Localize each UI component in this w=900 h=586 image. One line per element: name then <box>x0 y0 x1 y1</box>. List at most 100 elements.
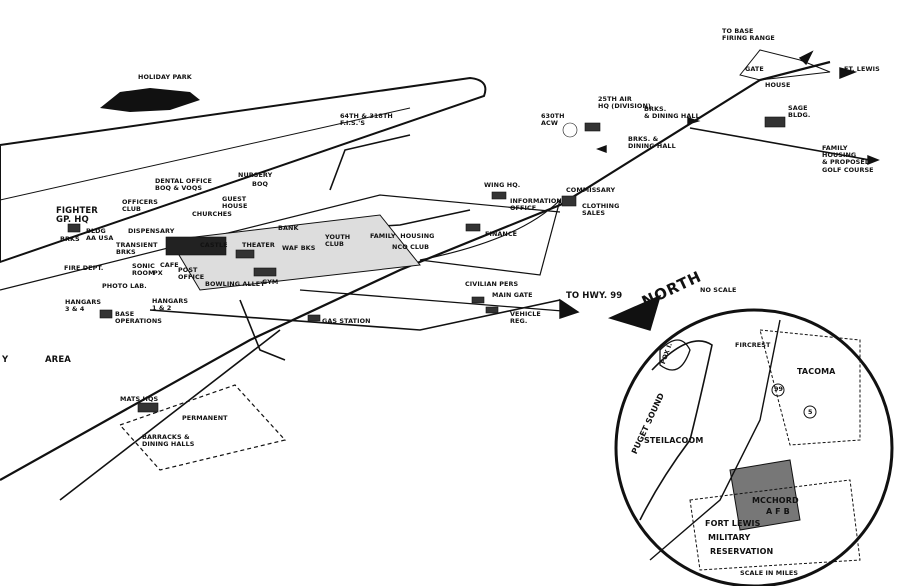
boq-label: BOQ <box>252 180 269 188</box>
gas-station-label: GAS STATION <box>322 317 371 325</box>
commissary-label: COMMISSARY <box>566 186 616 194</box>
waf-bks-label: WAF BKS <box>282 244 316 252</box>
steilacoom-label: STEILACOOM <box>644 436 704 445</box>
road-to-gate <box>59 329 281 501</box>
road-fis <box>329 134 411 191</box>
to-hwy-99-label: TO HWY. 99 <box>566 291 623 301</box>
taxiway <box>0 107 411 201</box>
bowling-alley-label: BOWLING ALLEY <box>205 280 266 288</box>
wing-hq-label: WING HQ. <box>484 181 521 189</box>
sonic-room-label: SONIC ROOM <box>132 262 155 278</box>
base-core <box>169 214 421 291</box>
afb-label: A F B <box>766 507 790 516</box>
dispensary-label: DISPENSARY <box>128 227 175 235</box>
clothing-sales-label: CLOTHING SALES <box>582 202 620 218</box>
fire-dept-label: FIRE DEPT. <box>64 264 104 272</box>
hwy-99-shield <box>771 383 785 397</box>
bldg-gas <box>307 314 321 322</box>
main-road-long <box>0 60 831 481</box>
bldg-finance <box>465 223 481 232</box>
permanent-area <box>118 384 287 471</box>
hangars-3-4-label: HANGARS 3 & 4 <box>65 298 102 314</box>
ft-lewis-label: FT. LEWIS <box>844 65 880 73</box>
bldg-castle <box>165 236 227 256</box>
barracks-dining-label: BARRACKS & DINING HALLS <box>142 433 195 449</box>
hwy-99-line <box>649 319 781 561</box>
photo-lab-label: PHOTO LAB. <box>102 282 147 290</box>
bldg-mats <box>137 402 159 413</box>
mcchord-area <box>729 459 801 531</box>
guest-house-label: GUEST HOUSE <box>222 195 248 211</box>
puget-sound-shore <box>639 340 713 521</box>
information-office-label: INFORMATION OFFICE <box>510 197 562 213</box>
nursery-label: NURSERY <box>238 171 273 179</box>
fox-island <box>659 339 691 371</box>
mcchord-label: McCHORD <box>752 496 799 505</box>
road-hwy-loop <box>419 197 562 276</box>
castle-label: CASTLE <box>200 241 228 249</box>
nco-club-label: NCO CLUB <box>392 243 430 251</box>
main-gate-label: MAIN GATE <box>492 291 533 299</box>
fighter-hq-label: FIGHTER GP. HQ <box>56 206 98 225</box>
arrow-brks-2 <box>596 144 607 154</box>
churches-label: CHURCHES <box>192 210 232 218</box>
air-hq-label: 25TH AIR HQ (DIVISION) <box>598 95 651 111</box>
holiday-park-label: HOLIDAY PARK <box>138 73 192 81</box>
arrow-ft-lewis <box>839 67 858 80</box>
firing-range-label: TO BASE FIRING RANGE <box>722 27 775 43</box>
youth-club-label: YOUTH CLUB <box>325 233 351 249</box>
holiday-park-trees <box>100 88 200 112</box>
arrow-firing-range <box>798 50 814 66</box>
road-secondary <box>149 299 561 331</box>
arrow-brks-1 <box>687 117 701 125</box>
fort-lewis-label: FORT LEWIS <box>705 519 761 528</box>
road-gate-firing <box>739 49 831 81</box>
gate-label: GATE <box>745 65 764 73</box>
sage-bldg-label: SAGE BLDG. <box>788 104 811 120</box>
mats-hqs-label: MATS HQS <box>120 395 159 403</box>
arrow-golf <box>867 154 880 166</box>
family-housing-label: FAMILY HOUSING <box>370 232 435 240</box>
bldg-fighter-hq <box>67 223 81 233</box>
bldg-630-acw <box>584 122 601 132</box>
fis-label: 64TH & 318TH F.I.S.'S <box>340 112 393 128</box>
road-lower <box>239 299 286 361</box>
theater-label: THEATER <box>242 241 275 249</box>
transient-brks-label: TRANSIENT BRKS <box>116 241 158 257</box>
post-office-label: POST OFFICE <box>178 266 205 282</box>
scale-label: SCALE IN MILES <box>740 569 799 577</box>
family-housing-golf-label: FAMILY HOUSING & PROPOSED GOLF COURSE <box>822 144 874 174</box>
no-scale-label: NO SCALE <box>700 286 737 294</box>
area-label: AREA <box>45 355 71 365</box>
bldg-gym <box>253 267 277 277</box>
bldg-base-ops <box>99 309 113 319</box>
hwy-5-label: 5 <box>808 408 813 416</box>
road-north-branch <box>689 127 871 161</box>
reservation-label: RESERVATION <box>710 547 774 556</box>
y-label: Y <box>2 355 9 365</box>
px-label: PX <box>153 269 163 277</box>
fort-lewis-boundary <box>689 479 861 571</box>
military-label: MILITARY <box>708 533 751 542</box>
brks-dining-2-label: BRKS. & DINING HALL <box>628 135 676 151</box>
house-label: HOUSE <box>765 81 791 89</box>
officers-club-label: OFFICERS CLUB <box>122 198 158 214</box>
bank-label: BANK <box>278 224 299 232</box>
civilian-pers-label: CIVILIAN PERS <box>465 280 519 288</box>
permanent-label: PERMANENT <box>182 414 228 422</box>
finance-label: FINANCE <box>485 230 518 238</box>
base-operations-label: BASE OPERATIONS <box>115 310 162 326</box>
runway <box>0 76 487 264</box>
bldg-sage <box>764 116 786 128</box>
hwy-99-label: 99 <box>774 385 784 393</box>
bldg-main-gate <box>471 296 485 304</box>
gym-label: GYM <box>262 278 279 286</box>
dental-office-label: DENTAL OFFICE BOQ & VOQS <box>155 177 213 193</box>
hangars-1-2-label: HANGARS 1 & 2 <box>152 297 189 313</box>
radar-dome <box>562 122 578 138</box>
flight-line-road <box>0 194 561 291</box>
bldg-vehicle-reg <box>485 306 499 314</box>
road-to-hwy <box>299 289 576 313</box>
bldg-aa-label: BLDG AA USA <box>86 227 114 243</box>
